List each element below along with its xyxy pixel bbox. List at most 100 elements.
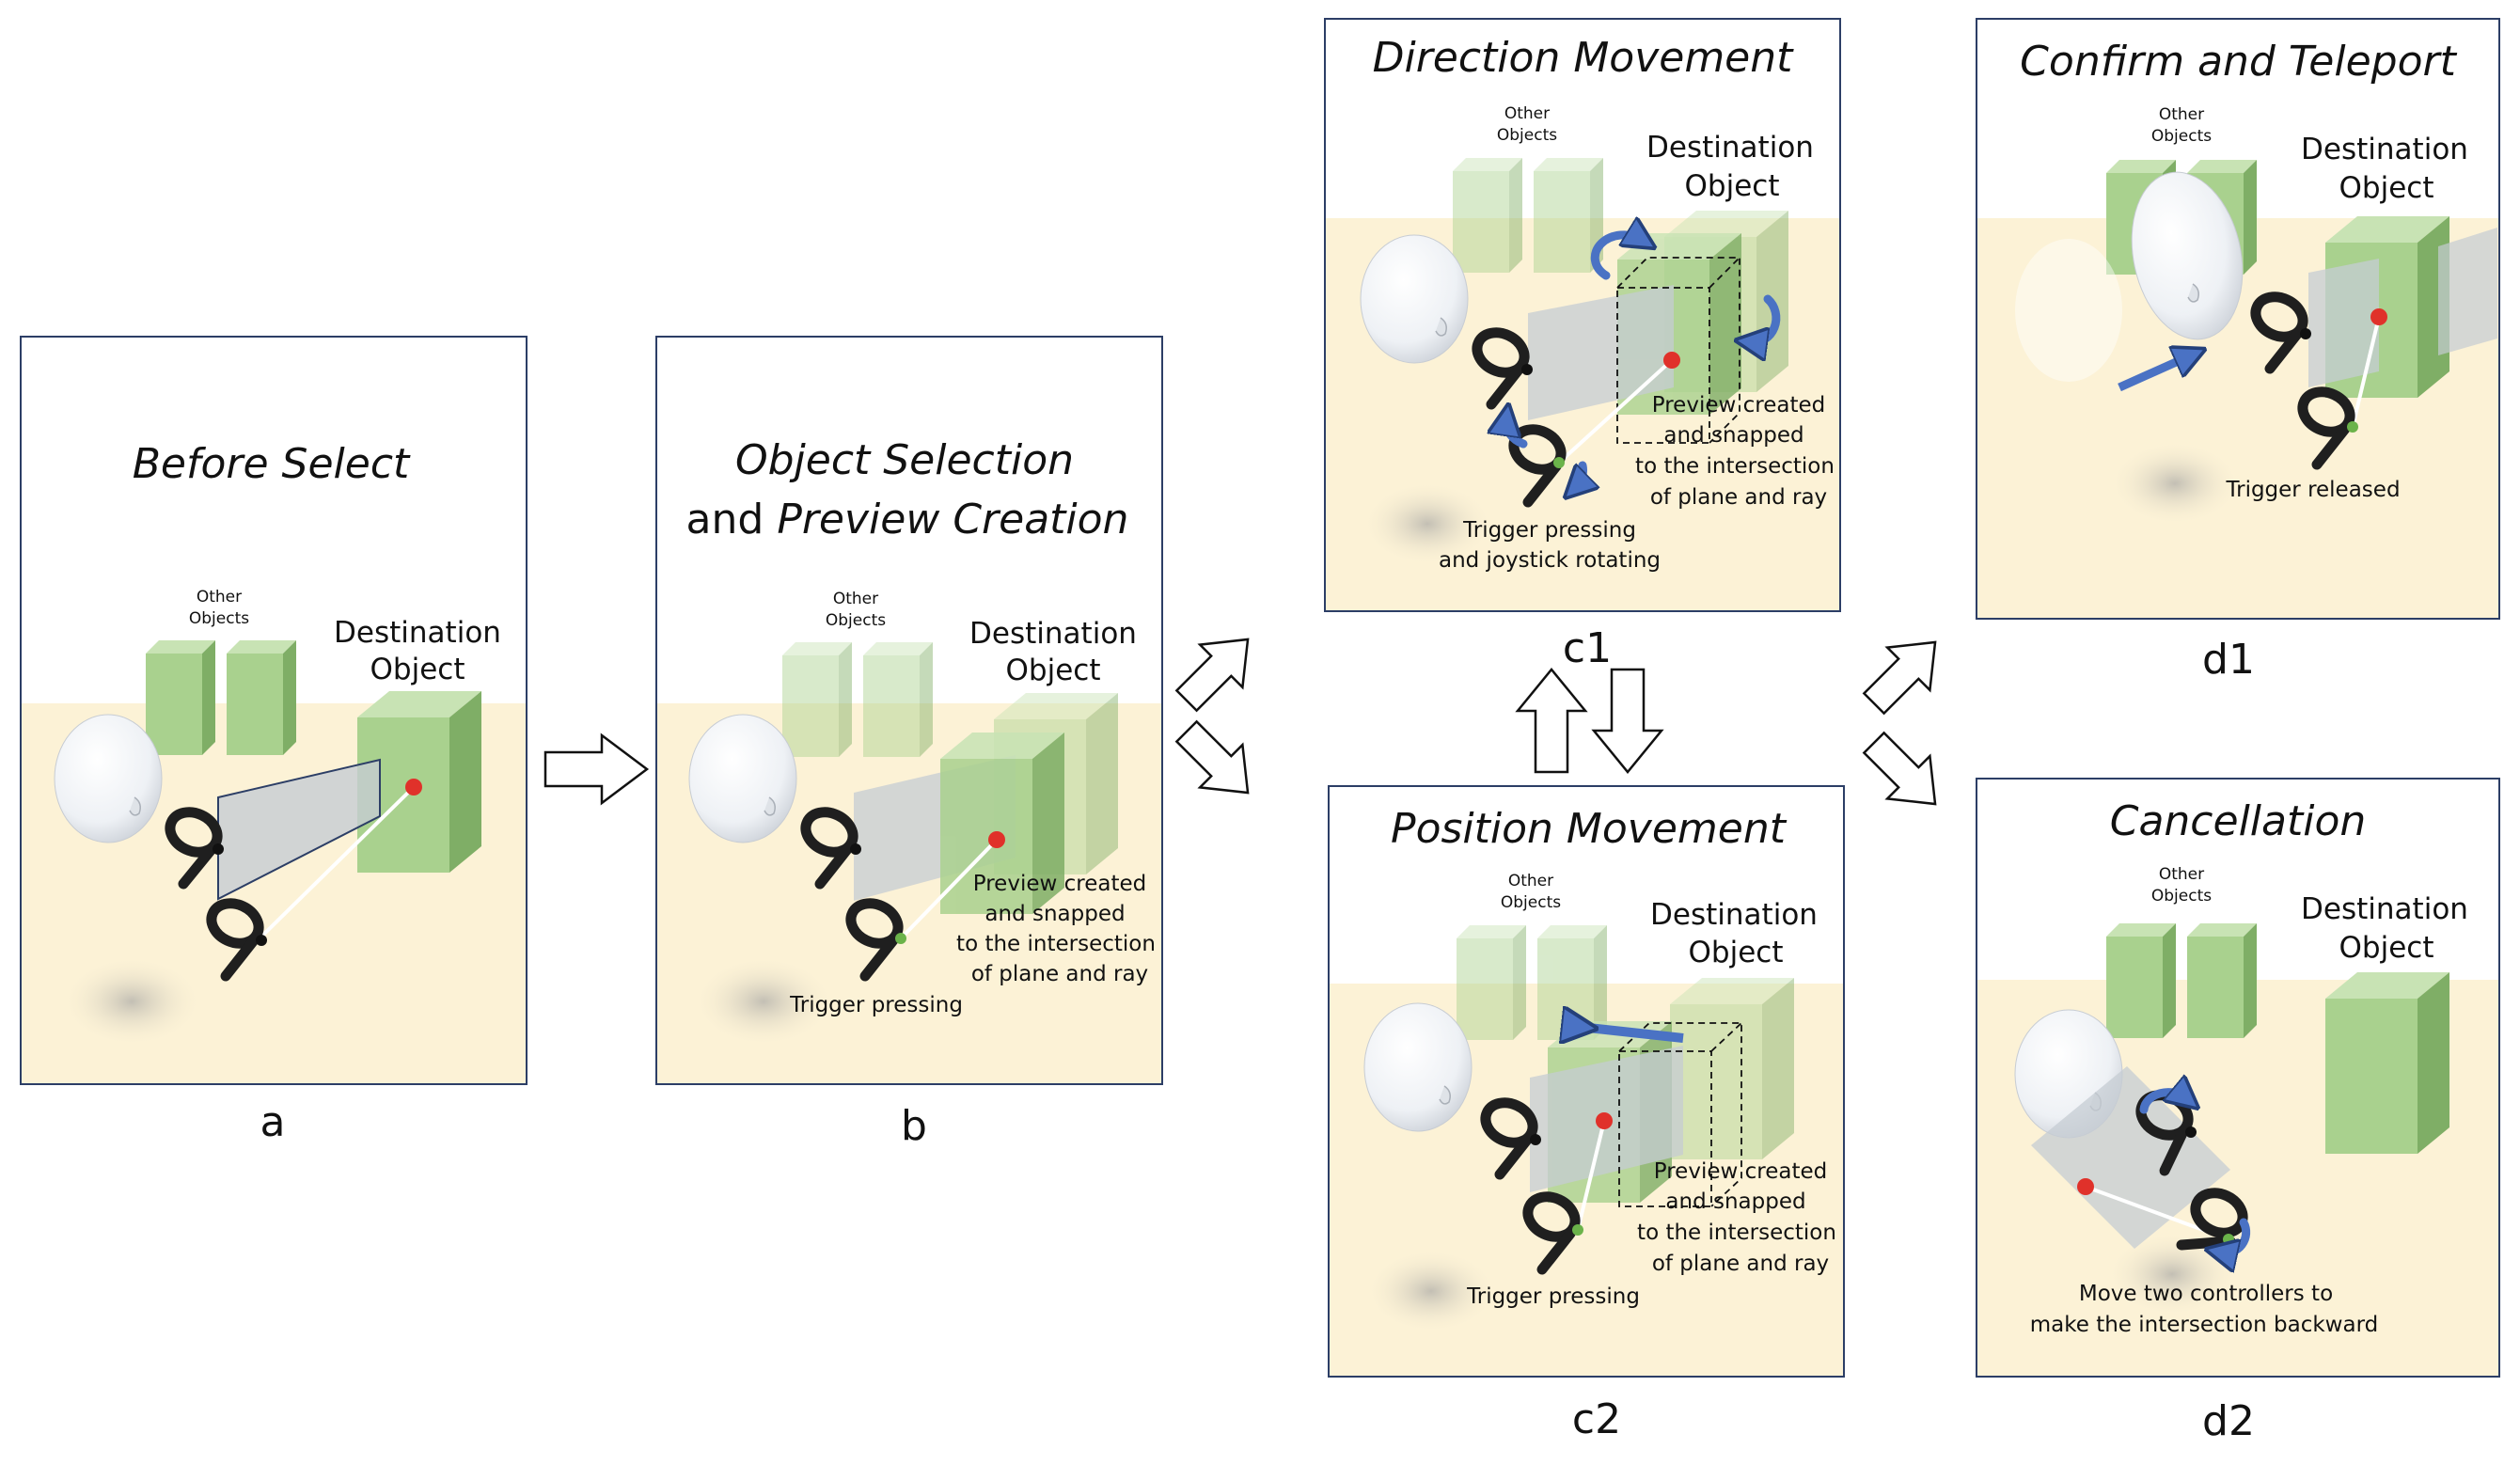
selection-plane	[2438, 228, 2497, 355]
controller-right	[206, 898, 267, 982]
svg-text:Object: Object	[1689, 936, 1784, 969]
user-head	[1360, 234, 1469, 364]
ray-intersection-dot	[1596, 1112, 1613, 1129]
panel-d1: Confirm and Teleport Other Objects Desti…	[1976, 18, 2500, 684]
svg-text:to the intersection: to the intersection	[1637, 1221, 1836, 1245]
pointer-ray	[899, 838, 999, 940]
svg-text:and snapped: and snapped	[1665, 1189, 1805, 1214]
user-head	[688, 714, 797, 843]
panel-c1-caption: Trigger pressing	[1462, 518, 1636, 543]
svg-text:to the intersection: to the intersection	[956, 932, 1156, 956]
svg-text:Object: Object	[370, 653, 465, 686]
svg-text:and snapped: and snapped	[984, 902, 1125, 926]
ray-intersection-dot	[2077, 1178, 2094, 1195]
controller-right	[845, 898, 906, 982]
panel-a: Before Select Other Objects Destination …	[20, 336, 528, 1146]
panel-d2: Cancellation Other Objects Destination O…	[1976, 778, 2500, 1445]
panel-a-label: a	[260, 1098, 286, 1146]
panel-c2: Position Movement Other Objects Destinat…	[1328, 785, 1845, 1443]
preview-description: Preview created	[973, 872, 1146, 896]
panel-d2-label: d2	[2202, 1397, 2255, 1445]
move-arrow-icon	[1580, 1027, 1684, 1038]
panel-b-title: Object Selection	[735, 436, 1074, 484]
pointer-ray	[258, 785, 416, 940]
panel-b-caption: Trigger pressing	[789, 993, 963, 1017]
pointer-ray	[2351, 316, 2381, 428]
controller-left	[1472, 327, 1533, 410]
svg-text:Objects: Objects	[1501, 893, 1561, 912]
panel-c2-label: c2	[1572, 1395, 1621, 1443]
panel-d1-label: d1	[2202, 636, 2255, 684]
other-objects-label: Other	[197, 588, 242, 606]
svg-text:of plane and ray: of plane and ray	[971, 962, 1148, 986]
svg-text:Object: Object	[2339, 931, 2434, 965]
destination-object-label: Destination	[1646, 131, 1814, 165]
svg-text:Objects: Objects	[189, 609, 249, 628]
pointer-ray	[1576, 1120, 1606, 1231]
svg-text:of plane and ray: of plane and ray	[1652, 1252, 1829, 1276]
panel-d2-title: Cancellation	[2110, 797, 2367, 845]
ray-intersection-dot	[2370, 308, 2387, 325]
panel-d2-caption: Move two controllers to	[2079, 1282, 2333, 1306]
other-objects-label: Other	[833, 590, 878, 608]
user-head	[2131, 171, 2244, 340]
controller-left	[800, 807, 861, 890]
svg-text:Objects: Objects	[1497, 126, 1557, 145]
svg-text:Objects: Objects	[2151, 127, 2212, 146]
panel-c1-title: Direction Movement	[1373, 34, 1795, 82]
selection-plane	[217, 758, 381, 901]
flow-arrow-down	[1591, 668, 1664, 774]
user-head	[54, 714, 163, 843]
other-objects-label: Other	[2159, 865, 2204, 884]
teleport-arrow-icon	[2118, 355, 2191, 392]
other-object-box	[1453, 158, 1522, 273]
flow-arrow-down-right	[1174, 719, 1250, 795]
panel-b-label: b	[901, 1102, 927, 1150]
other-objects-label: Other	[1504, 104, 1550, 123]
flow-arrow-up-right	[1174, 638, 1250, 713]
controller-left	[2250, 291, 2311, 374]
other-object-box	[227, 640, 296, 755]
previous-head-ghost	[2015, 239, 2122, 382]
flow-arrow-up	[1515, 668, 1588, 774]
other-object-box	[146, 640, 215, 755]
destination-object-box	[1670, 978, 1794, 1159]
svg-text:of plane and ray: of plane and ray	[1650, 485, 1827, 510]
svg-text:and joystick rotating: and joystick rotating	[1439, 548, 1661, 573]
controller-right	[1522, 1191, 1583, 1275]
rotate-arrow-icon	[1506, 235, 1781, 487]
selection-plane	[1528, 285, 1674, 420]
svg-text:Object: Object	[1006, 654, 1101, 687]
controller-left	[1480, 1097, 1541, 1180]
other-object-box	[863, 642, 933, 757]
other-objects-label: Other	[2159, 105, 2204, 124]
svg-text:make the intersection backward: make the intersection backward	[2030, 1313, 2378, 1337]
destination-object-label: Destination	[2301, 892, 2468, 926]
controller-left	[165, 807, 224, 890]
selection-plane	[2031, 1066, 2230, 1249]
ray-intersection-dot	[988, 831, 1005, 848]
selection-plane	[2308, 259, 2379, 387]
pointer-ray	[1557, 358, 1674, 465]
other-object-box	[2187, 923, 2257, 1038]
floor-shadow	[1362, 481, 1493, 566]
flow-arrow-up-right	[1862, 640, 1937, 716]
floor-shadow	[1365, 1249, 1497, 1333]
preview-description: Preview created	[1654, 1159, 1827, 1184]
svg-text:to the intersection: to the intersection	[1635, 454, 1835, 479]
panel-d1-caption: Trigger released	[2225, 478, 2400, 502]
floor-shadow	[693, 956, 834, 1047]
rotate-arrow-icon	[2139, 1093, 2251, 1253]
svg-text:and snapped: and snapped	[1663, 423, 1803, 448]
panel-c2-title: Position Movement	[1391, 805, 1788, 853]
other-objects-label: Other	[1508, 872, 1553, 890]
controller-right	[2297, 386, 2358, 470]
other-object-box	[1457, 925, 1526, 1040]
svg-text:Object: Object	[2339, 171, 2434, 205]
svg-text:Objects: Objects	[2151, 887, 2212, 906]
destination-object-label: Destination	[334, 616, 501, 650]
user-head	[1363, 1002, 1473, 1132]
preview-description: Preview created	[1652, 393, 1825, 417]
panel-a-title: Before Select	[133, 440, 411, 488]
other-object-box	[782, 642, 852, 757]
